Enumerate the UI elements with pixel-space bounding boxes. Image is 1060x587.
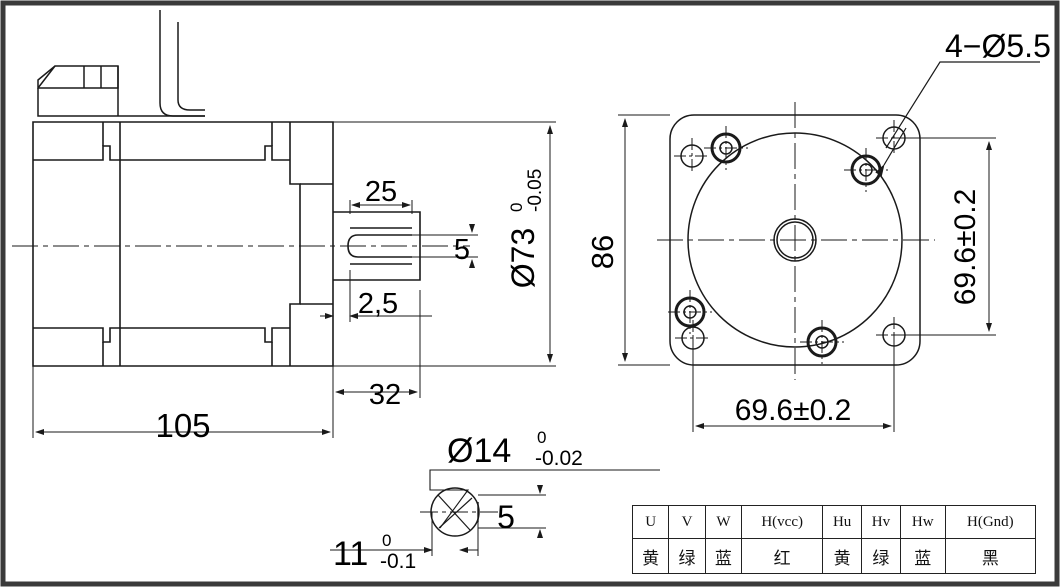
rear-connector-box (37, 65, 205, 117)
dim-shaft-length (332, 290, 421, 398)
dim-bolt-pitch-vertical (894, 137, 996, 336)
dim-key-length (349, 200, 413, 214)
table-cell-signal-4: Hu (822, 505, 863, 539)
table-cell-signal-7: H(Gnd) (944, 505, 1037, 539)
table-cell-signal-1: V (668, 505, 706, 539)
table-row-color: 黄 绿 蓝 红 黄 绿 蓝 黑 (631, 538, 1037, 574)
dim-label-2-5: 2,5 (358, 288, 398, 320)
dim-label-105: 105 (155, 407, 210, 444)
dim-flange-86 (618, 114, 670, 366)
front-flange-view (657, 61, 1040, 380)
table-cell-color-7: 黑 (944, 538, 1037, 574)
mounting-hole-centerlines (668, 126, 888, 364)
table-cell-signal-5: Hv (861, 505, 901, 539)
dim-label-key-height: 5 (454, 234, 470, 266)
dim-label-shaft-flat: 11 (333, 535, 368, 573)
dim-label-shaft-flat-tol-lower: -0.1 (380, 550, 416, 573)
motor-housing-outline (32, 121, 334, 367)
dim-label-bolt-holes: 4−Ø5.5 (945, 28, 1051, 64)
dim-label-shaft-diameter-tol-upper: 0 (537, 428, 546, 447)
dim-label-25: 25 (365, 176, 397, 208)
dimension-labels: 105 32 25 2,5 5 Ø73 0 -0.05 86 69.6±0.2 … (155, 28, 1050, 573)
side-view-dimensions (32, 121, 556, 438)
dim-label-body-diameter-tol-lower: -0.05 (525, 169, 546, 212)
table-cell-color-0: 黄 (631, 538, 670, 574)
dim-label-bolt-pitch-horizontal: 69.6±0.2 (735, 394, 852, 427)
dim-bolt-pitch-horizontal (692, 335, 895, 432)
dim-label-body-diameter-tol-upper: 0 (507, 203, 526, 212)
table-cell-signal-3: H(vcc) (741, 505, 824, 539)
motor-cable-group (159, 10, 205, 117)
dim-label-shaft-diameter: Ø14 (447, 432, 511, 470)
dim-label-shaft-diameter-tol-lower: -0.02 (535, 447, 583, 470)
shaft-section-detail (330, 469, 660, 556)
table-row-signal: U V W H(vcc) Hu Hv Hw H(Gnd) (631, 505, 1037, 539)
wire-color-table: U V W H(vcc) Hu Hv Hw H(Gnd) 黄 绿 蓝 红 黄 绿… (631, 505, 1037, 574)
dim-label-key-width: 5 (497, 499, 515, 535)
dim-key-height (412, 224, 478, 268)
dim-label-86: 86 (585, 235, 620, 269)
table-cell-signal-0: U (631, 505, 670, 539)
table-cell-color-1: 绿 (668, 538, 706, 574)
dim-label-bolt-pitch-vertical: 69.6±0.2 (949, 189, 982, 306)
dim-key-offset (320, 270, 432, 322)
table-cell-color-5: 绿 (861, 538, 901, 574)
table-cell-signal-2: W (704, 505, 743, 539)
table-cell-color-4: 黄 (822, 538, 863, 574)
table-cell-signal-6: Hw (899, 505, 946, 539)
dim-label-body-diameter: Ø73 (505, 228, 541, 288)
front-view-dimensions (618, 114, 996, 432)
table-cell-color-6: 蓝 (899, 538, 946, 574)
side-elevation-view (12, 10, 470, 367)
table-cell-color-2: 蓝 (704, 538, 743, 574)
dim-label-shaft-flat-tol-upper: 0 (382, 531, 391, 550)
bolt-hole-leader (875, 61, 1040, 177)
dim-body-diameter (333, 121, 556, 367)
dim-label-32: 32 (369, 379, 401, 411)
table-cell-color-3: 红 (741, 538, 824, 574)
